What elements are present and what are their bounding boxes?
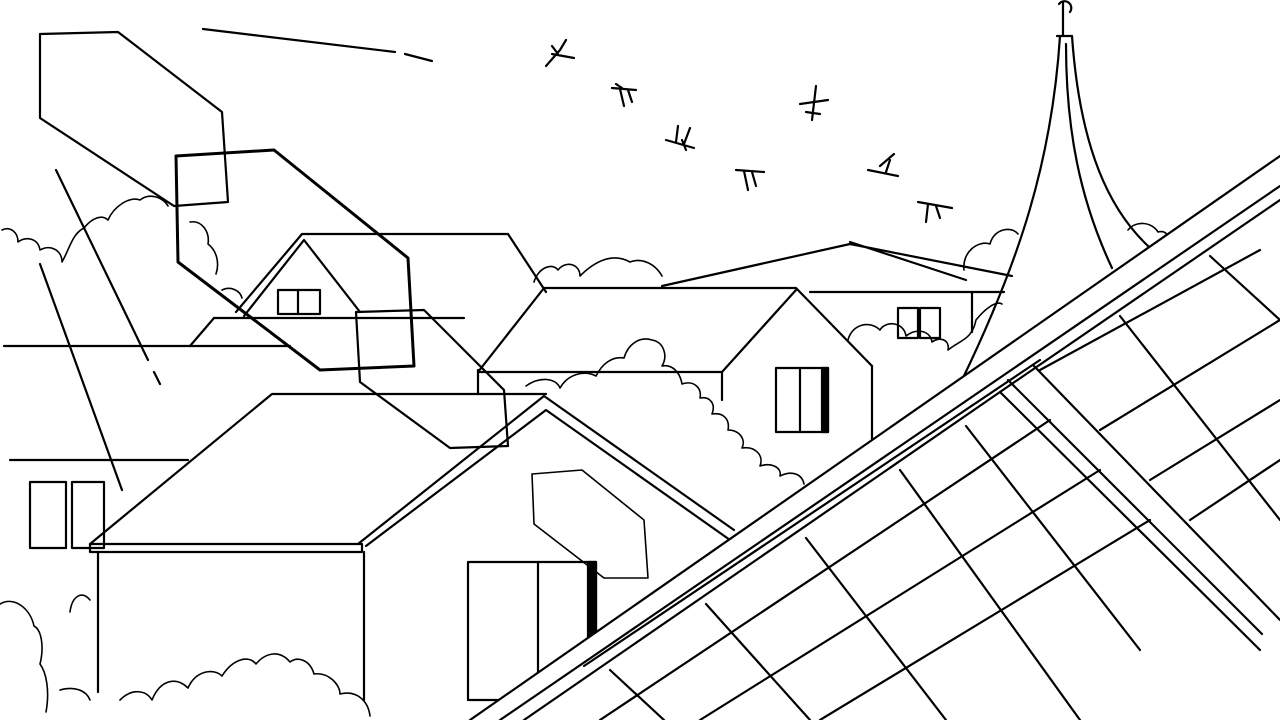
bird	[610, 82, 638, 108]
sky-streaks	[201, 27, 434, 63]
window	[28, 480, 68, 550]
window-shade	[586, 560, 598, 640]
bushes-center	[525, 338, 805, 485]
bird	[734, 168, 766, 192]
solar-panel-roof	[468, 154, 1280, 720]
distant-trees-right	[533, 222, 1169, 283]
hexagon-outline	[531, 469, 649, 579]
light-rays	[38, 168, 162, 492]
hexagon-outline	[174, 148, 416, 372]
bird	[664, 124, 696, 152]
solar-panel-grid	[582, 248, 1280, 720]
window	[70, 480, 106, 550]
window-shade	[820, 366, 830, 434]
trees-behind-right-house	[847, 302, 1003, 351]
window	[774, 366, 830, 434]
bird	[866, 152, 900, 178]
window	[918, 306, 942, 340]
house-back-left	[188, 232, 548, 348]
house-middle	[476, 286, 874, 442]
hexagon-outline	[38, 30, 230, 208]
hexagon-outline	[354, 308, 510, 450]
bird	[798, 84, 830, 122]
bird	[544, 38, 576, 68]
trees-upper-left	[1, 195, 243, 299]
house-back-right	[660, 240, 1014, 340]
window	[896, 306, 920, 340]
church-spire	[960, 0, 1150, 382]
flock-of-birds	[544, 38, 954, 224]
left-building	[2, 344, 292, 550]
hexagon-shapes	[38, 30, 649, 579]
bird	[916, 200, 954, 224]
bushes-bottom-left	[0, 594, 371, 717]
